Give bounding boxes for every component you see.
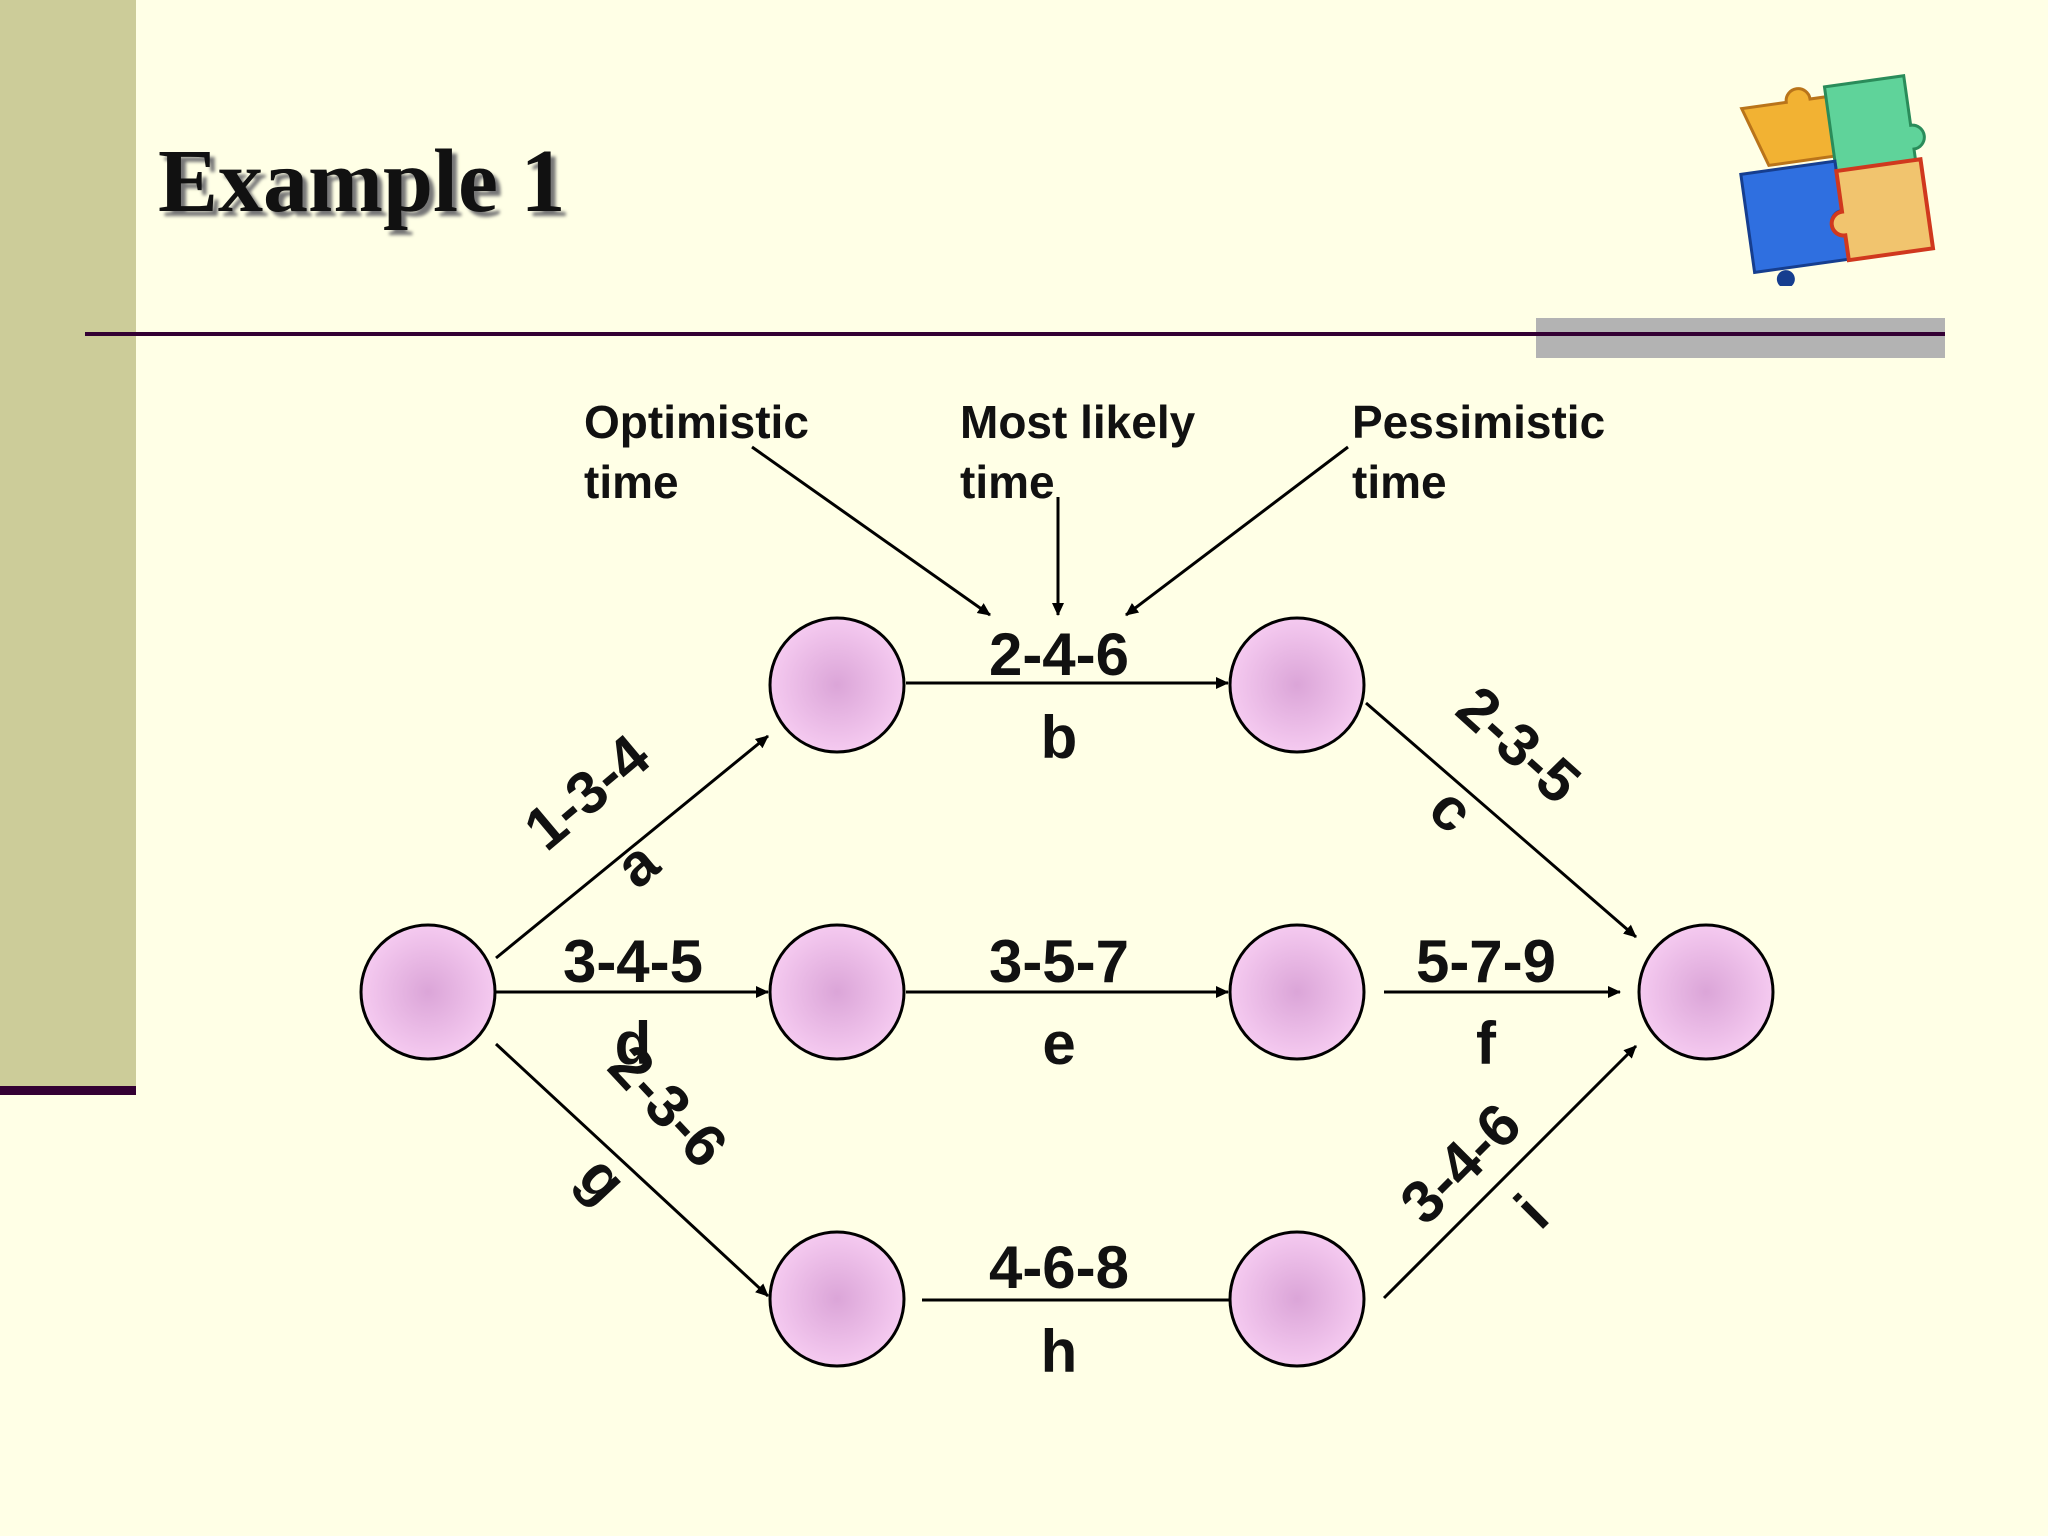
- legend-pessimistic-line2: time: [1352, 456, 1447, 508]
- activity-c-arrow: [1365, 701, 1637, 939]
- sidebar-underline: [0, 1086, 136, 1095]
- node-mid-2: [1228, 923, 1366, 1061]
- activity-a-arrow: [495, 734, 769, 960]
- activity-i-label: i: [1502, 1182, 1561, 1241]
- activity-g-arrow: [494, 1042, 770, 1298]
- legend-most-likely-line1: Most likely: [960, 396, 1196, 448]
- title-rule-overlay: [1536, 332, 1945, 336]
- legend-optimistic-line2: time: [584, 456, 679, 508]
- legend-pessimistic-line1: Pessimistic: [1352, 396, 1605, 448]
- activity-b-label: b: [1041, 704, 1078, 771]
- activity-e-label: e: [1042, 1010, 1075, 1077]
- activity-i-times: 3-4-6: [1387, 1090, 1533, 1236]
- puzzle-pieces-icon: [1739, 74, 1936, 286]
- activity-b-times: 2-4-6: [989, 621, 1129, 688]
- legend-most-likely-line2: time: [960, 456, 1055, 508]
- node-mid-1: [768, 923, 906, 1061]
- pessimistic-pointer-arrow: [1125, 445, 1349, 617]
- activity-d-times: 3-4-5: [563, 928, 703, 995]
- node-bottom-2: [1228, 1230, 1366, 1368]
- activity-d-label: d: [615, 1010, 652, 1077]
- activity-f-times: 5-7-9: [1416, 928, 1556, 995]
- optimistic-pointer-arrow: [751, 445, 991, 617]
- node-top-2: [1228, 616, 1366, 754]
- activity-h-times: 4-6-8: [989, 1234, 1129, 1301]
- node-top-1: [768, 616, 906, 754]
- node-end: [1637, 923, 1775, 1061]
- node-bottom-1: [768, 1230, 906, 1368]
- node-start: [359, 923, 497, 1061]
- activity-e-times: 3-5-7: [989, 928, 1129, 995]
- activity-f-label: f: [1476, 1010, 1497, 1077]
- activity-h-label: h: [1041, 1318, 1078, 1385]
- title-rule-accent: [1536, 318, 1945, 358]
- legend-optimistic-line1: Optimistic: [584, 396, 809, 448]
- slide-title: Example 1: [158, 132, 566, 231]
- left-sidebar-bar: [0, 0, 136, 1086]
- activity-g-label: g: [566, 1143, 640, 1216]
- legend-most-likely: Most likely time: [960, 396, 1196, 508]
- legend-optimistic: Optimistic time: [584, 396, 809, 508]
- title-rule: [85, 332, 1945, 336]
- activity-c-label: c: [1417, 774, 1487, 846]
- activity-i-arrow: [1382, 1044, 1638, 1300]
- legend-pessimistic: Pessimistic time: [1352, 396, 1605, 508]
